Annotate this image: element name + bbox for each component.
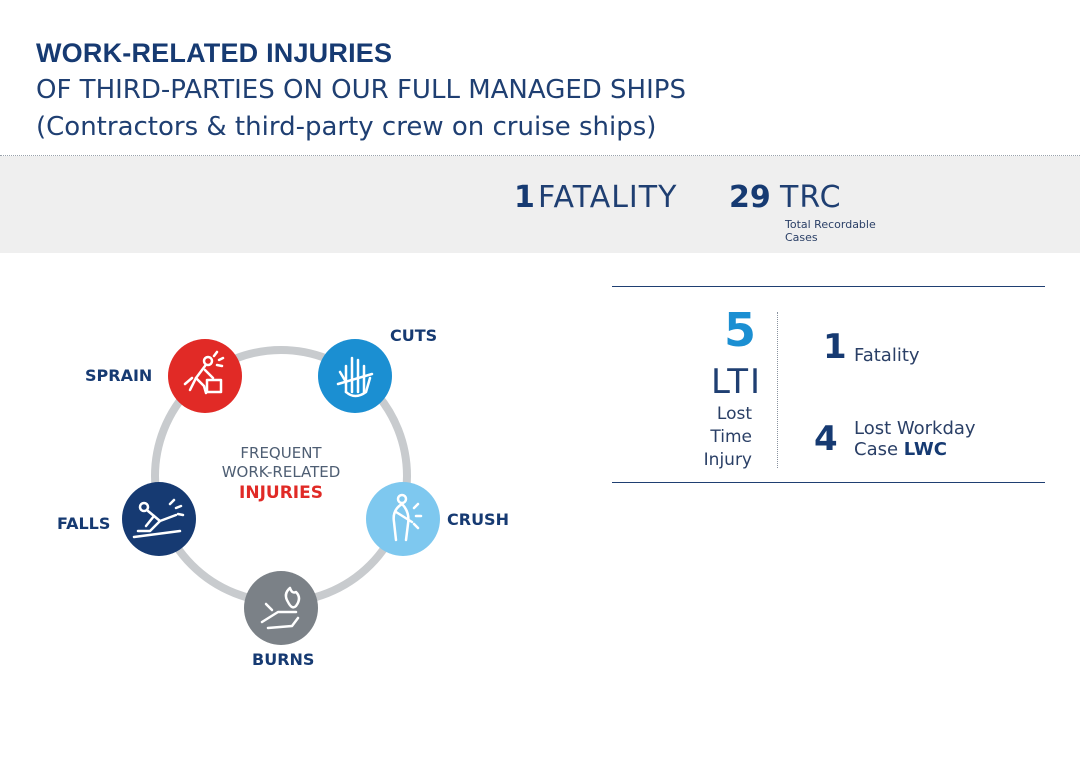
summary-band bbox=[0, 156, 1080, 253]
page-subtitle-line-1: OF THIRD-PARTIES ON OUR FULL MANAGED SHI… bbox=[36, 75, 686, 105]
lti-desc-line-3: Injury bbox=[703, 450, 752, 470]
header-divider bbox=[0, 155, 1080, 156]
lwc-count: 4 bbox=[814, 419, 838, 459]
crush-icon bbox=[366, 482, 440, 556]
burns-icon bbox=[244, 571, 318, 645]
lti-panel-bottom-rule bbox=[612, 482, 1045, 483]
lti-description: Lost Time Injury bbox=[680, 403, 752, 472]
falls-icon bbox=[122, 482, 196, 556]
lti-fatality-count: 1 bbox=[823, 327, 847, 367]
cuts-label: CUTS bbox=[390, 326, 438, 345]
lti-panel-divider bbox=[777, 312, 778, 468]
burns-label: BURNS bbox=[252, 650, 315, 669]
crush-label: CRUSH bbox=[447, 510, 509, 529]
trc-count: 29 bbox=[729, 180, 771, 215]
lti-count: 5 bbox=[723, 303, 756, 357]
page-subtitle-line-2: (Contractors & third-party crew on cruis… bbox=[36, 112, 657, 142]
center-line-3: INJURIES bbox=[239, 483, 323, 503]
lti-fatality-label: Fatality bbox=[854, 345, 920, 366]
lti-desc-line-2: Time bbox=[710, 427, 752, 447]
lwc-label-line-1: Lost Workday bbox=[854, 418, 976, 439]
lwc-label-prefix: Case bbox=[854, 439, 904, 460]
fatality-count: 1 bbox=[514, 180, 535, 215]
lwc-abbr: LWC bbox=[903, 439, 947, 460]
injury-cycle-center-label: FREQUENT WORK-RELATED INJURIES bbox=[196, 444, 366, 504]
lti-abbr: LTI bbox=[710, 362, 762, 402]
lwc-label: Lost Workday Case LWC bbox=[854, 418, 976, 460]
lti-panel-top-rule bbox=[612, 286, 1045, 287]
sprain-icon bbox=[168, 339, 242, 413]
trc-note: Total Recordable Cases bbox=[785, 218, 895, 244]
trc-label: TRC bbox=[780, 180, 842, 215]
cuts-icon bbox=[318, 339, 392, 413]
center-line-2: WORK-RELATED bbox=[221, 463, 341, 481]
trc-note-line-1: Total Recordable bbox=[785, 218, 876, 231]
lwc-label-line-2: Case LWC bbox=[854, 439, 976, 460]
sprain-label: SPRAIN bbox=[85, 366, 153, 385]
center-line-1: FREQUENT bbox=[240, 444, 322, 462]
trc-note-line-2: Cases bbox=[785, 231, 818, 244]
fatality-label: FATALITY bbox=[538, 180, 678, 215]
page-title: WORK-RELATED INJURIES bbox=[36, 38, 393, 68]
lti-desc-line-1: Lost bbox=[716, 404, 752, 424]
falls-label: FALLS bbox=[57, 514, 111, 533]
